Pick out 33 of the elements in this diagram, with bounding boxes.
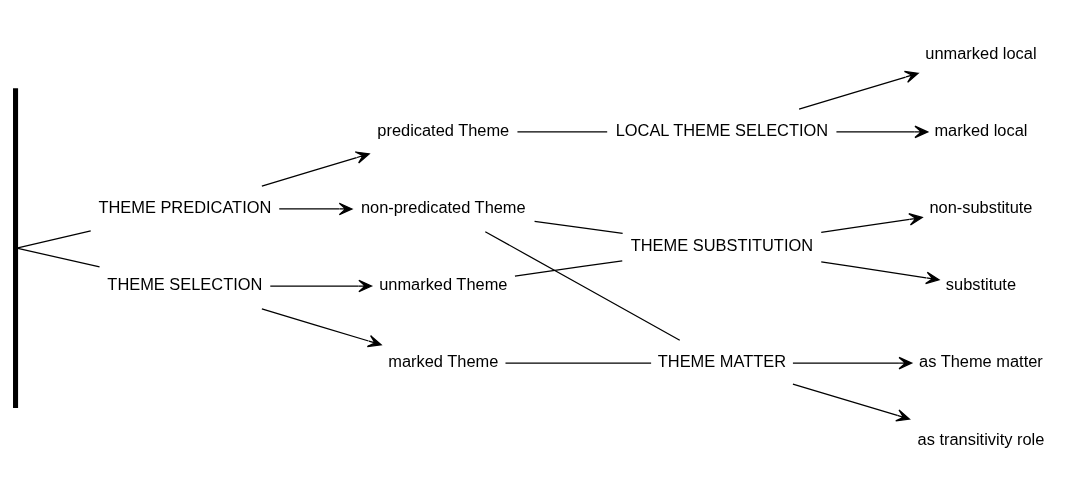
- connector: [514, 260, 623, 277]
- arrow: [792, 383, 911, 422]
- arrow: [798, 70, 919, 110]
- node-text: non-predicated Theme: [360, 198, 526, 217]
- node-text: THEME PREDICATION: [98, 198, 272, 217]
- connector: [504, 362, 652, 364]
- node-text: non-substitute: [929, 198, 1033, 217]
- connector: [533, 220, 624, 235]
- node-text: marked Theme: [388, 352, 499, 371]
- arrow: [820, 213, 923, 233]
- node-text: THEME SELECTION: [107, 275, 263, 294]
- arrow: [792, 356, 913, 370]
- arrow: [269, 279, 373, 293]
- node-text: marked local: [934, 121, 1028, 140]
- node-text: THEME SUBSTITUTION: [630, 236, 814, 255]
- node-text: as Theme matter: [919, 352, 1043, 371]
- node-text: unmarked Theme: [379, 275, 508, 294]
- node-text: as transitivity role: [917, 429, 1045, 448]
- node-bracket: [13, 88, 19, 408]
- arrow: [261, 308, 382, 348]
- arrow: [278, 202, 353, 216]
- arrow: [820, 261, 940, 285]
- connector: [17, 230, 92, 249]
- connector: [484, 231, 681, 341]
- node-text: unmarked local: [925, 44, 1037, 63]
- arrow: [835, 125, 929, 139]
- connector: [516, 131, 608, 133]
- node-text: predicated Theme: [377, 121, 510, 140]
- node-text: substitute: [945, 275, 1017, 294]
- node-text: THEME MATTER: [657, 352, 787, 371]
- arrow: [261, 151, 370, 187]
- node-text: LOCAL THEME SELECTION: [615, 121, 829, 140]
- connector: [17, 247, 101, 268]
